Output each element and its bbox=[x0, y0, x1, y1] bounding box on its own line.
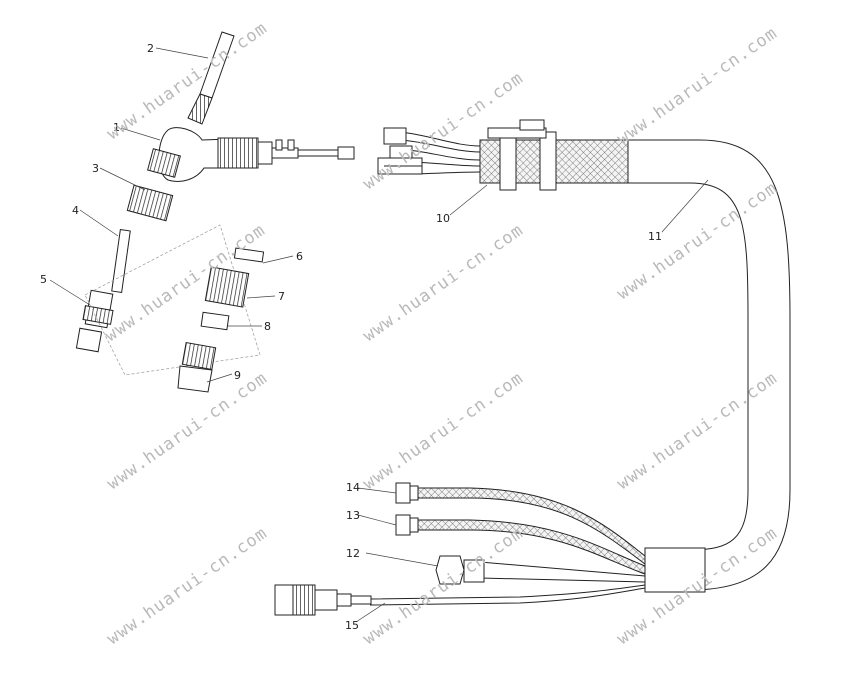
callout-6: 6 bbox=[296, 250, 303, 263]
callout-12: 12 bbox=[346, 547, 360, 560]
collet-body bbox=[126, 184, 174, 222]
collet-body-tip bbox=[147, 148, 181, 178]
watermark-text: www.huarui-cn.com bbox=[613, 368, 781, 494]
gas-lens-body bbox=[204, 266, 250, 308]
power-cable-12 bbox=[435, 555, 646, 585]
callout-11: 11 bbox=[648, 230, 662, 243]
control-plug-knurl bbox=[292, 584, 316, 616]
kit-outline bbox=[84, 224, 261, 376]
callout-2: 2 bbox=[147, 42, 154, 55]
nozzle bbox=[177, 341, 217, 393]
watermark-text: www.huarui-cn.com bbox=[613, 178, 781, 304]
braided-cover bbox=[479, 119, 629, 191]
callout-9: 9 bbox=[234, 369, 241, 382]
callout-15: 15 bbox=[345, 619, 359, 632]
watermark-text: www.huarui-cn.com bbox=[359, 220, 527, 346]
gas-hose-14 bbox=[417, 487, 646, 566]
callout-10: 10 bbox=[436, 212, 450, 225]
callout-14: 14 bbox=[346, 481, 360, 494]
water-hose-13 bbox=[417, 519, 646, 575]
callout-5: 5 bbox=[40, 273, 47, 286]
watermark-text: www.huarui-cn.com bbox=[103, 523, 271, 649]
torch-body bbox=[158, 127, 355, 182]
watermark-text: www.huarui-cn.com bbox=[103, 18, 271, 144]
callout-7: 7 bbox=[278, 290, 285, 303]
control-cable-15 bbox=[274, 584, 646, 616]
fitting-14 bbox=[395, 482, 419, 504]
back-cap bbox=[187, 31, 235, 125]
leader-lines bbox=[49, 47, 709, 623]
cable-hose-assembly bbox=[628, 139, 791, 591]
watermark-text: www.huarui-cn.com bbox=[359, 523, 527, 649]
callout-labels: 1 2 3 4 5 6 7 8 9 10 11 12 13 14 15 bbox=[40, 42, 662, 632]
callout-8: 8 bbox=[264, 320, 271, 333]
callout-3: 3 bbox=[92, 162, 99, 175]
callout-1: 1 bbox=[113, 121, 120, 134]
insulator bbox=[233, 247, 265, 263]
watermark-text: www.huarui-cn.com bbox=[613, 23, 781, 149]
torch-lead-wires bbox=[377, 127, 481, 175]
rear-splitter-sleeve bbox=[644, 547, 706, 593]
fitting-13 bbox=[395, 514, 419, 536]
watermark-text: www.huarui-cn.com bbox=[359, 368, 527, 494]
callout-4: 4 bbox=[72, 204, 79, 217]
gasket bbox=[200, 311, 230, 331]
collet bbox=[111, 229, 131, 293]
gas-lens-assembly bbox=[75, 289, 114, 353]
callout-13: 13 bbox=[346, 509, 360, 522]
